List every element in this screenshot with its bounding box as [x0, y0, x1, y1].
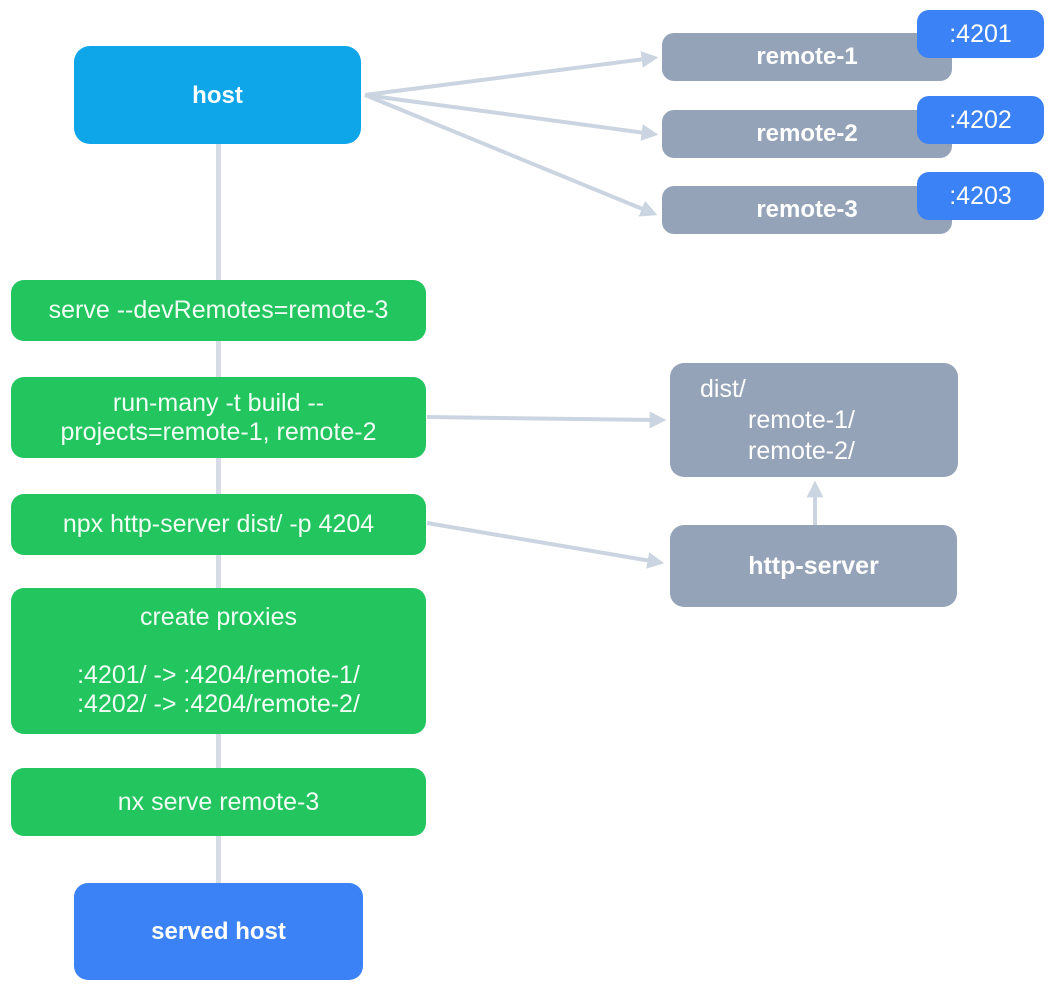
port-badge-4203: :4203	[917, 172, 1044, 220]
served-host-label: served host	[151, 917, 286, 945]
arrow-npx-to-http-server	[426, 521, 665, 569]
port-badge-4201: :4201	[917, 10, 1044, 58]
http-server-label: http-server	[748, 551, 879, 580]
dist-root-label: dist/	[700, 374, 746, 403]
step-proxy-rule-1: :4201/ -> :4204/remote-1/	[77, 661, 360, 689]
step-serve-dev-remotes: serve --devRemotes=remote-3	[11, 280, 426, 341]
port-4202-label: :4202	[949, 105, 1012, 134]
remote-2-node: remote-2	[662, 110, 952, 158]
dist-remote-1-label: remote-1/	[748, 405, 855, 434]
step-serve-line: serve --devRemotes=remote-3	[48, 296, 389, 324]
arrow-host-to-remote-2	[364, 93, 659, 141]
port-4201-label: :4201	[949, 19, 1012, 48]
remote-3-label: remote-3	[756, 196, 858, 223]
remote-1-node: remote-1	[662, 33, 952, 81]
step-run-many-build: run-many -t build -- projects=remote-1, …	[11, 377, 426, 458]
step-run-many-line-1: run-many -t build --	[112, 388, 325, 417]
remote-3-node: remote-3	[662, 186, 952, 234]
step-run-many-line-2: projects=remote-1, remote-2	[60, 417, 377, 446]
arrow-host-to-remote-3	[364, 93, 658, 217]
served-host-node: served host	[74, 883, 363, 980]
dist-remote-2-label: remote-2/	[748, 436, 855, 465]
step-nx-serve-remote-3: nx serve remote-3	[11, 768, 426, 836]
arrow-host-to-remote-1	[364, 51, 659, 97]
remote-2-label: remote-2	[756, 120, 858, 147]
host-node: host	[74, 46, 361, 144]
arrow-build-to-dist	[426, 411, 667, 429]
step-create-proxies: create proxies :4201/ -> :4204/remote-1/…	[11, 588, 426, 734]
dist-folder-node: dist/ remote-1/ remote-2/	[670, 363, 958, 477]
remote-1-label: remote-1	[756, 43, 858, 70]
host-label: host	[192, 81, 243, 109]
port-4203-label: :4203	[949, 181, 1012, 210]
step-proxy-rule-2: :4202/ -> :4204/remote-2/	[77, 690, 360, 718]
step-npx-line: npx http-server dist/ -p 4204	[62, 510, 375, 538]
port-badge-4202: :4202	[917, 96, 1044, 144]
step-nx-serve-line: nx serve remote-3	[117, 787, 320, 816]
step-proxies-title: create proxies	[139, 603, 298, 631]
step-npx-http-server: npx http-server dist/ -p 4204	[11, 494, 426, 555]
http-server-node: http-server	[670, 525, 957, 607]
